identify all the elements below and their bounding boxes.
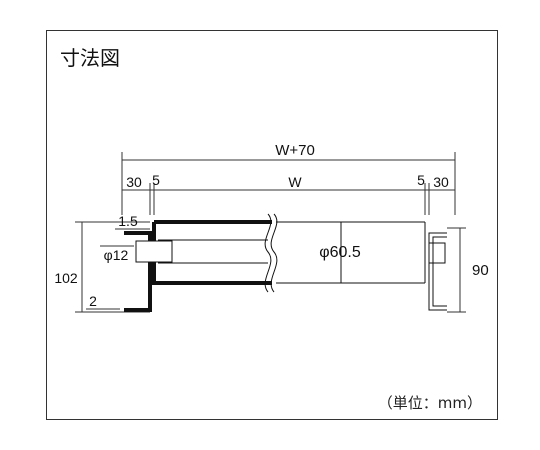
segment-dimension (122, 183, 455, 215)
bracket-height-label: 90 (472, 262, 489, 279)
left-frame-bracket (124, 231, 152, 312)
left-gap-label: 5 (152, 172, 160, 188)
total-width-dimension (121, 152, 456, 215)
shaft (135, 240, 173, 263)
diagram-frame (46, 30, 498, 420)
right-gap-label: 5 (417, 172, 425, 188)
width-label: W (288, 174, 302, 190)
thickness-label: 1.5 (118, 213, 138, 229)
right-offset-label: 30 (433, 174, 449, 190)
height-dimension (75, 221, 150, 313)
left-offset-label: 30 (126, 174, 142, 190)
total-width-label: W+70 (275, 142, 315, 159)
diagram-title: 寸法図 (60, 46, 120, 70)
unit-note: （単位：mm） (377, 394, 482, 412)
shaft-diameter-label: φ12 (104, 247, 129, 263)
bracket-height-dimension (447, 227, 466, 313)
roller-tube-right (276, 221, 426, 284)
roller-diameter-label: φ60.5 (319, 244, 361, 261)
height-label: 102 (54, 270, 78, 286)
break-lines (264, 213, 278, 293)
right-frame-bracket (428, 232, 447, 311)
bottom-thickness-label: 2 (89, 293, 97, 309)
